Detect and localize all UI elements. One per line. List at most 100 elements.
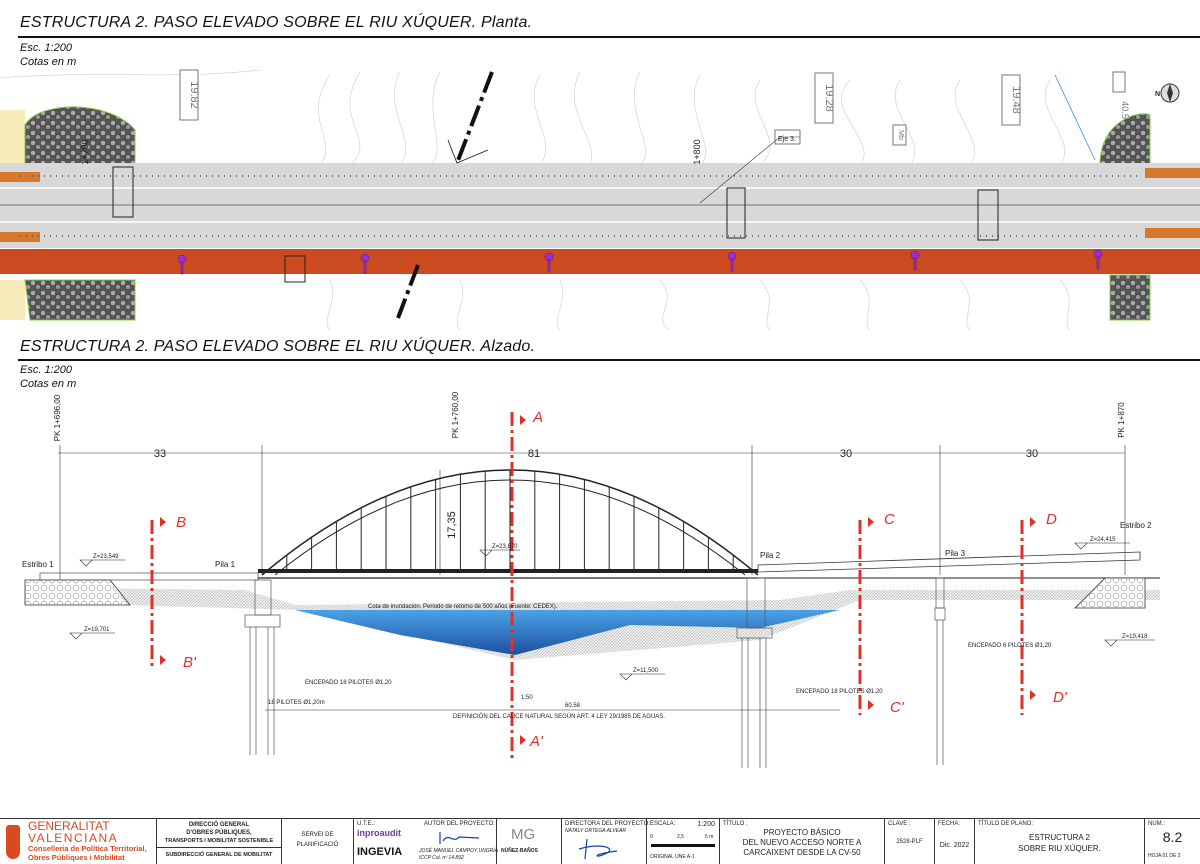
- firm-monogram-icon: MG: [511, 826, 536, 843]
- project-title-cell: TÍTULO : PROYECTO BÁSICO DEL NUEVO ACCES…: [720, 819, 885, 864]
- span-dimension: 81: [528, 448, 540, 460]
- elevation-point: 19.48: [1010, 86, 1022, 114]
- abutment-1: [24, 579, 131, 606]
- drawing-title-label: TÍTULO DE PLANO:: [978, 821, 1034, 827]
- date-value: Dic. 2022: [939, 842, 970, 849]
- key-cell: CLAVE : 2528-PLF: [885, 819, 935, 864]
- elevation-point: 19.82: [188, 81, 200, 109]
- section-arrows: [160, 415, 1036, 745]
- pk-label: 1+700: [80, 139, 90, 164]
- drawing-labels: 19.82 19.28 19.48 40.5 1+800 1+700 Eje 3…: [22, 81, 1160, 750]
- plan-view: [0, 69, 1200, 331]
- elevation-scale: Esc. 1:200: [20, 364, 72, 376]
- ute-label: U.T.E.:: [357, 821, 376, 827]
- scale-tick: 5 m: [705, 834, 714, 840]
- project-title: PROYECTO BÁSICO: [763, 828, 841, 837]
- firm-cell: MG NÚÑEZ-BAÑOS: [497, 819, 562, 864]
- pk-label: PK 1+696,00: [53, 394, 62, 441]
- road-deck: [0, 163, 1200, 248]
- scale-cell: ESCALA: 1:200 0 2,5 5 m ORIGINAL UNE A-1: [647, 819, 720, 864]
- river-water: [295, 610, 840, 655]
- drawing-title-cell: TÍTULO DE PLANO: ESTRUCTURA 2 SOBRE RIU …: [975, 819, 1145, 864]
- elevation-title: ESTRUCTURA 2. PASO ELEVADO SOBRE EL RIU …: [20, 338, 536, 355]
- section-label: B': [183, 654, 197, 671]
- number-label: NUM.:: [1148, 821, 1165, 827]
- pile-cap-note: ENCEPADO 6 PILOTES Ø1,20: [968, 643, 1052, 649]
- support-label: Estribo 2: [1120, 521, 1152, 530]
- piles-note: 18 PILOTES Ø1,20m: [268, 700, 325, 706]
- plan-units: Cotas en m: [20, 56, 77, 68]
- section-label: B: [176, 514, 186, 531]
- author-reg: ICCP Col. nº 14.892: [419, 855, 464, 861]
- pile-cap-note: ENCEPADO 18 PILOTES Ø1,20: [796, 689, 883, 695]
- north-arrow-icon: N: [1155, 91, 1160, 98]
- level-label: Z=11,500: [633, 668, 659, 674]
- section-label: D': [1053, 689, 1068, 706]
- bike-lane: [0, 249, 1200, 274]
- directorate-text: D'OBRES PÚBLIQUES,: [186, 830, 252, 836]
- pk-label: 1+800: [692, 139, 702, 164]
- gv-shield-icon: [6, 825, 20, 859]
- drawing-title: SOBRE RIU XÚQUER.: [1018, 844, 1101, 853]
- service-cell: SERVEI DE PLANIFICACIÓ: [282, 819, 354, 864]
- firm-name: NÚÑEZ-BAÑOS: [501, 848, 538, 854]
- support-label: Pila 2: [760, 551, 781, 560]
- arch-height: 17,35: [446, 511, 458, 539]
- level-label: Z=23,870: [492, 544, 518, 550]
- date-cell: FECHA: Dic. 2022: [935, 819, 975, 864]
- contour-lines: [0, 69, 1071, 331]
- scale-tick: 0: [650, 834, 653, 840]
- axis-label: Eje 3.: [778, 136, 796, 143]
- piers-piles: [244, 577, 946, 768]
- elevation-point: 40.5: [1120, 101, 1130, 119]
- gv-department: Obres Públiques i Mobilitat: [28, 853, 125, 862]
- service-text: PLANIFICACIÓ: [296, 842, 339, 848]
- gv-name: VALENCIANA: [28, 831, 119, 845]
- drawing-title: ESTRUCTURA 2: [1029, 833, 1090, 842]
- director-label: DIRECTORA DEL PROYECTO:: [565, 821, 650, 827]
- directorate-text: TRANSPORTS I MOBILITAT SOSTENIBLE: [164, 838, 274, 844]
- lamp-posts: [177, 249, 1103, 275]
- gv-logo-cell: GENERALITAT VALENCIANA Conselleria de Po…: [0, 819, 157, 864]
- level-label: Z=23,549: [93, 554, 119, 560]
- plan-title: ESTRUCTURA 2. PASO ELEVADO SOBRE EL RIU …: [20, 14, 533, 31]
- pk-label: PK 1+870: [1117, 402, 1126, 438]
- support-label: Pila 1: [215, 560, 236, 569]
- span-dimension: 30: [840, 448, 852, 460]
- signature-icon: [578, 838, 618, 860]
- abutment-2: [1074, 577, 1146, 609]
- level-label: Z=24,415: [1090, 537, 1116, 543]
- author-label: AUTOR DEL PROYECTO:: [424, 821, 495, 827]
- project-title: CARCAIXENT DESDE LA CV-50: [743, 848, 861, 857]
- scale-bar: [651, 844, 715, 847]
- drawing: 19.82 19.28 19.48 40.5 1+800 1+700 Eje 3…: [0, 69, 1200, 768]
- section-label: C: [884, 511, 895, 528]
- channel-note: DEFINICIÓN DEL CAUCE NATURAL SEGÚN ART. …: [453, 713, 665, 720]
- support-label: Pila 3: [945, 549, 966, 558]
- elevation-units: Cotas en m: [20, 378, 77, 390]
- author-cell: U.T.E.: AUTOR DEL PROYECTO: inproaudit I…: [354, 819, 498, 864]
- width-note: 60.58: [565, 703, 581, 709]
- slope-note: 1:50: [521, 695, 533, 701]
- scale-label: ESCALA:: [650, 821, 676, 827]
- section-label: A: [532, 409, 543, 426]
- level-label: Z=19,701: [84, 627, 110, 633]
- section-label: A': [529, 733, 544, 750]
- level-markers: [69, 542, 1155, 681]
- level-label: Z=19,418: [1122, 634, 1148, 640]
- directorate-cell: DIRECCIÓ GENERAL D'OBRES PÚBLIQUES, TRAN…: [157, 819, 282, 864]
- inproaudit-logo: inproaudit: [357, 828, 401, 838]
- dimension-lines: [58, 445, 1126, 580]
- author-name: JOSÉ MANUEL CAMPOY UNGRÍA: [419, 848, 498, 854]
- span-dimension: 30: [1026, 448, 1038, 460]
- key-value: 2528-PLF: [896, 839, 923, 845]
- subdirectorate-text: SUBDIRECCIÓ GENERAL DE MOBILITAT: [165, 852, 273, 858]
- section-cut-line: [455, 71, 494, 164]
- ingevia-logo: INGEVIA: [357, 846, 403, 858]
- section-label: D: [1046, 511, 1057, 528]
- divider: [18, 36, 1200, 38]
- pk-label: PK 1+760,00: [451, 391, 460, 438]
- flood-note: Cota de inundación. Periodo de retorno d…: [368, 604, 558, 610]
- elevation-view: [24, 412, 1160, 768]
- section-label: C': [890, 699, 905, 716]
